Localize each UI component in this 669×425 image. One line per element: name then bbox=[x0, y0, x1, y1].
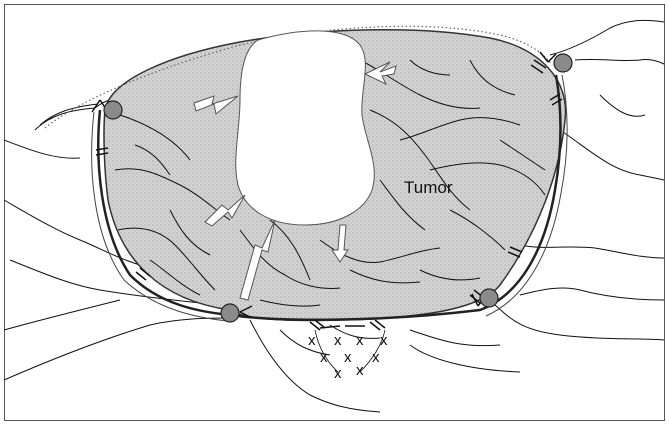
node-circle bbox=[480, 289, 498, 307]
x-mark: x bbox=[356, 332, 364, 349]
x-mark: x bbox=[334, 365, 342, 382]
node-circle bbox=[104, 101, 122, 119]
x-mark: x bbox=[356, 362, 364, 379]
x-mark: x bbox=[334, 332, 342, 349]
x-marks: x x x x x x x x x bbox=[308, 332, 388, 382]
x-mark: x bbox=[320, 349, 328, 366]
node-circle bbox=[221, 304, 239, 322]
x-mark: x bbox=[308, 332, 316, 349]
x-mark: x bbox=[344, 349, 352, 366]
node-circle bbox=[554, 54, 572, 72]
necrotic-core bbox=[236, 31, 375, 225]
tumor-label: Tumor bbox=[404, 178, 453, 197]
